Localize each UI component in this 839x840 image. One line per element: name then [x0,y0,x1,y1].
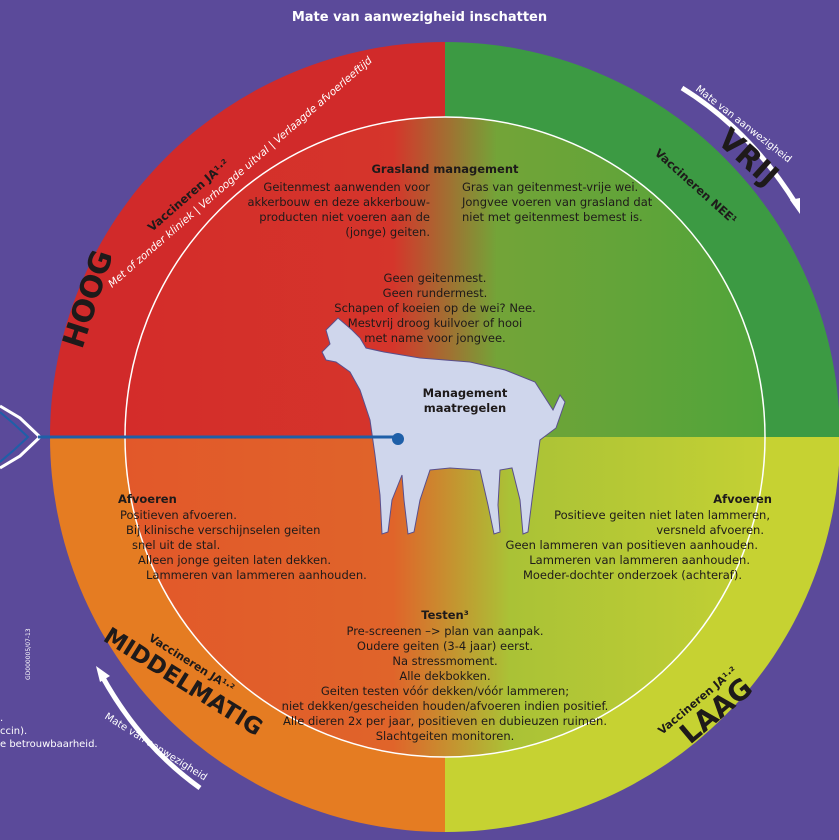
document-code: GD000005/07-13 [25,628,32,680]
arrow-top-right [680,85,799,206]
page-title: Mate van aanwezigheid inschatten [291,10,548,25]
left-connector-line [0,404,43,470]
goat-icon [321,317,566,535]
afvoeren-left-list: Positieven afvoeren. Bij klinische versc… [120,508,367,582]
afvoeren-left-title: Afvoeren [118,492,177,506]
grasland-title: Grasland management [371,162,519,176]
left-edge-text: . ccin). e betrouwbaarheid. [0,713,98,750]
afvoeren-right-title: Afvoeren [713,492,772,506]
grasland-right: Gras van geitenmest-vrije wei. Jongvee v… [462,180,653,224]
management-label: Management maatregelen [422,386,508,415]
grasland-left: Geitenmest aanwenden voor akkerbouw en d… [247,180,430,239]
testen-list: Pre-screenen –> plan van aanpak. Oudere … [281,624,609,743]
center-text: Geen geitenmest. Geen rundermest. Schape… [334,271,536,345]
connector-dot [392,433,404,445]
testen-title: Testen³ [421,608,469,622]
afvoeren-right-list: Positieve geiten niet laten lammeren, ve… [505,508,770,582]
arrow-bottom-left [99,674,202,791]
